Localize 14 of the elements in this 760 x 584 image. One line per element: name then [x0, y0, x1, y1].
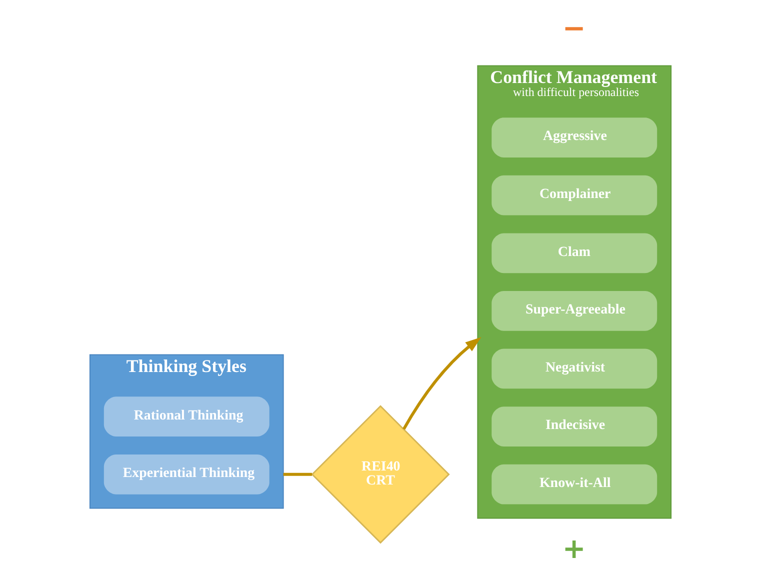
- label: −: [562, 12, 586, 45]
- node-box: Indecisive: [491, 406, 657, 446]
- connector: [282, 472, 312, 476]
- node-diamond: REI40 CRT: [310, 405, 450, 544]
- arrow: [402, 337, 481, 430]
- label: +: [562, 532, 586, 566]
- node-box: Rational Thinking: [103, 396, 269, 437]
- node-box: Complainer: [491, 175, 657, 216]
- node-box: Negativist: [491, 348, 657, 389]
- node-box: Clam: [491, 233, 657, 274]
- node-box: Experiential Thinking: [103, 454, 269, 494]
- node-box: Know-it-All: [491, 464, 657, 504]
- node-box: Super-Agreeable: [491, 291, 657, 331]
- node-box: Aggressive: [491, 118, 657, 158]
